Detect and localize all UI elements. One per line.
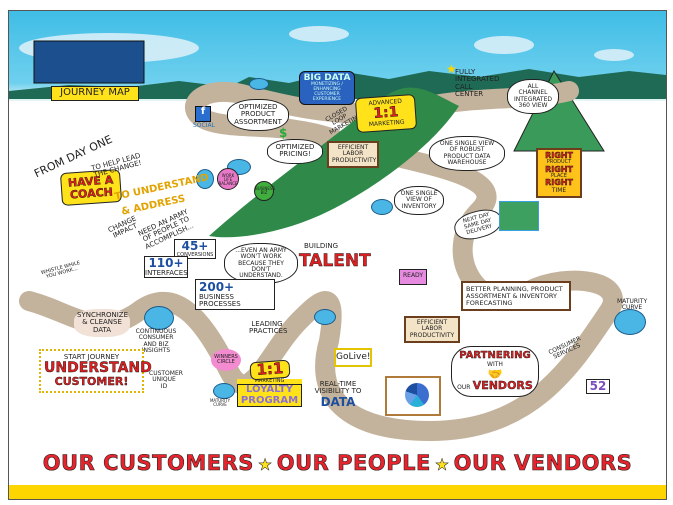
marketing-label: Marketing (237, 378, 302, 384)
our-label: our (457, 384, 471, 392)
yellow-footer-bar (9, 485, 666, 499)
real-time-data-label: Real-time visibility to Data (312, 380, 364, 409)
right-label: Right (545, 164, 573, 174)
understand-customer-sign: Start Journey Understand Customer! (39, 349, 152, 393)
conversions-label: Conversions (176, 251, 214, 258)
product-label: Product (546, 159, 572, 166)
start-journey-label: Start Journey (63, 353, 120, 361)
time-label: Time (551, 186, 567, 194)
processes-label: Business Processes (199, 292, 241, 308)
maturity-curve-label: Maturity Curve (209, 398, 231, 408)
tagline-customers: OUR CUSTOMERS (42, 451, 254, 476)
social-label: Social (193, 122, 215, 129)
big-data-sub-label: Monetizing / Enhancing Customer Experien… (311, 82, 343, 102)
data-label: Data (320, 394, 356, 409)
call-center-label: Fully Integrated Call Center (455, 68, 500, 99)
marketing-11-label: 1:1 (248, 359, 291, 381)
talent-label: Talent (299, 251, 371, 271)
loyalty-program-sign: 1:1 Marketing Loyalty Program (237, 359, 302, 407)
pond (213, 383, 235, 399)
partnering-label: Partnering (459, 350, 531, 361)
star-icon: ★ (446, 62, 457, 76)
place-label: Place (551, 173, 567, 180)
runner-bib-number: 52 (586, 379, 610, 394)
robust-warehouse-bubble: One single view of Robust product data w… (429, 136, 505, 172)
star-icon: ★ (434, 455, 450, 475)
journey-map-illustration: Journey Map From Day One Have a Coach to… (8, 10, 667, 500)
interfaces-box: 110+ Interfaces (144, 256, 188, 278)
journey-map-title: Journey Map (51, 86, 139, 101)
business-biz-ball: Business Biz (254, 181, 275, 201)
inventory-bubble: One single view of inventory (394, 186, 444, 215)
efficient-labor-sign-2: Efficient Labor Productivity (404, 316, 460, 343)
leading-practices-label: Leading Practices (249, 320, 288, 336)
facebook-icon: f (195, 106, 211, 122)
interfaces-label: Interfaces (145, 268, 188, 277)
advanced-marketing-burst: Advanced 1:1 Marketing (354, 93, 418, 134)
right-label: Right (545, 178, 573, 188)
maturity-curve-label-2: Maturity Curve (617, 298, 648, 312)
processes-number: 200+ (199, 280, 235, 294)
pond (196, 169, 214, 189)
pond (144, 306, 174, 330)
golive-sign: GoLive! (334, 348, 372, 368)
tagline-vendors: OUR VENDORS (453, 451, 633, 476)
understand-label: Understand (44, 360, 152, 377)
optimized-assortment-bubble: Optimized Product Assortment (227, 99, 289, 132)
conversions-box: 45+ Conversions (174, 239, 216, 259)
optimized-pricing-bubble: Optimized Pricing! (267, 139, 323, 164)
pie-chart-board (385, 376, 441, 416)
with-label: with (487, 360, 503, 368)
army-wont-work-bubble: ...Even an army won't work because they … (224, 243, 298, 285)
continuous-insights-label: Continuous consumer and biz insights (135, 328, 177, 354)
synchronize-label: Synchronize & cleanse data (74, 309, 130, 338)
winners-circle-label: Winners Circle (211, 349, 241, 371)
processes-box: 200+ Business Processes (195, 279, 275, 311)
loyalty-program-label: Loyalty Program (237, 384, 302, 407)
customer-id-label: Customer unique ID (149, 370, 183, 390)
efficient-labor-sign-1: Efficient Labor Productivity (327, 141, 379, 168)
work-life-balance-ball: Work Life Balance (217, 168, 239, 190)
right-product-sign: Right Product Right Place Right Time (536, 148, 582, 198)
handshake-icon: 🤝 (487, 366, 503, 381)
pie-chart-icon (405, 383, 429, 407)
journey-map-banner (33, 40, 145, 84)
interfaces-number: 110+ (148, 256, 184, 270)
all-channel-bubble: All Channel Integrated 360 View (507, 79, 559, 115)
vendors-label: Vendors (472, 379, 534, 393)
building-label: Building (304, 242, 339, 250)
tagline: OUR CUSTOMERS★OUR PEOPLE★OUR VENDORS (9, 451, 666, 476)
tagline-people: OUR PEOPLE (276, 451, 431, 476)
usa-map-icon (499, 201, 539, 231)
advanced-marketing-label: Marketing (368, 118, 405, 129)
pond (249, 78, 269, 90)
dollar-icon: $ (279, 126, 288, 140)
better-planning-sign: Better planning, product assortment & in… (461, 281, 571, 312)
pond (314, 309, 336, 325)
pond (614, 309, 646, 335)
partnering-burst: Partnering with 🤝 our Vendors (451, 346, 539, 397)
customer-label: Customer! (54, 375, 129, 389)
conversions-number: 45+ (181, 239, 209, 253)
pond (371, 199, 393, 215)
ready-flag: Ready (399, 269, 427, 285)
star-icon: ★ (257, 455, 273, 475)
right-label: Right (545, 151, 573, 160)
big-data-label: Big Data (303, 73, 351, 83)
real-time-label: Real-time visibility to (314, 380, 362, 396)
big-data-drum: Big Data Monetizing / Enhancing Customer… (299, 71, 355, 106)
